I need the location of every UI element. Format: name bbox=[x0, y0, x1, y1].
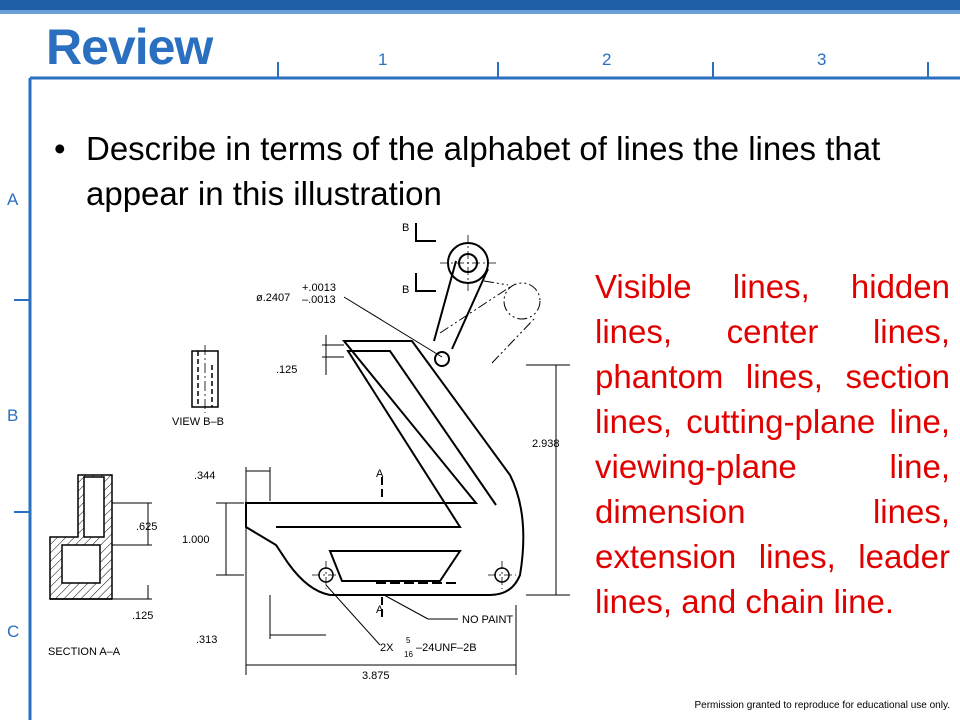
thread-prefix: 2X bbox=[380, 642, 394, 654]
main-part-outline bbox=[245, 340, 525, 596]
dimension-lines bbox=[216, 296, 570, 675]
slide-title: Review bbox=[46, 19, 213, 75]
dim-tol-minus: –.0013 bbox=[302, 294, 336, 306]
thread-fraction-num: 5 bbox=[406, 636, 411, 645]
viewing-plane-b bbox=[415, 223, 436, 292]
zone-letter-a: A bbox=[7, 190, 19, 209]
dim-3875: 3.875 bbox=[362, 670, 390, 682]
answer-text: Visible lines, hidden lines, center line… bbox=[595, 268, 950, 620]
zone-number-3: 3 bbox=[817, 50, 827, 69]
dim-125-bottom: .125 bbox=[132, 610, 153, 622]
cutting-plane-a bbox=[376, 477, 460, 617]
bullet-dot: • bbox=[54, 130, 66, 167]
dim-1000: 1.000 bbox=[182, 534, 210, 546]
bullet-text: Describe in terms of the alphabet of lin… bbox=[86, 130, 881, 212]
top-banner bbox=[0, 0, 960, 10]
technical-drawing: VIEW B–B .625 .125 SECTION A–A bbox=[40, 215, 580, 693]
zone-letter-c: C bbox=[7, 622, 20, 641]
view-b-b-detail bbox=[191, 345, 219, 413]
cut-label-a-bottom: A bbox=[376, 604, 384, 616]
zone-letter-b: B bbox=[7, 406, 19, 425]
view-b-b-label: VIEW B–B bbox=[172, 416, 224, 428]
threaded-holes bbox=[318, 567, 510, 583]
cut-label-b-bottom: B bbox=[402, 284, 409, 296]
dim-hole-dia: ø.2407 bbox=[256, 292, 290, 304]
zone-number-2: 2 bbox=[602, 50, 612, 69]
dim-344: .344 bbox=[194, 470, 215, 482]
dim-313: .313 bbox=[196, 634, 217, 646]
section-a-a-detail bbox=[49, 474, 113, 600]
note-no-paint: NO PAINT bbox=[462, 614, 513, 626]
dim-125-top: .125 bbox=[276, 364, 297, 376]
phantom-arm bbox=[439, 280, 541, 364]
section-a-a-label: SECTION A–A bbox=[48, 646, 121, 658]
dim-2938: 2.938 bbox=[532, 438, 560, 450]
permission-footnote: Permission granted to reproduce for educ… bbox=[694, 700, 950, 711]
pivot-arm bbox=[433, 242, 489, 367]
dim-625: .625 bbox=[136, 521, 157, 533]
cut-label-a-top: A bbox=[376, 468, 384, 480]
thread-fraction-den: 16 bbox=[404, 650, 413, 659]
bullet-item: • Describe in terms of the alphabet of l… bbox=[54, 126, 934, 216]
top-banner-stripe bbox=[0, 10, 960, 14]
dim-tol-plus: +.0013 bbox=[302, 282, 336, 294]
cut-label-b-top: B bbox=[402, 222, 409, 234]
zone-number-1: 1 bbox=[378, 50, 388, 69]
thread-spec: –24UNF–2B bbox=[416, 642, 477, 654]
